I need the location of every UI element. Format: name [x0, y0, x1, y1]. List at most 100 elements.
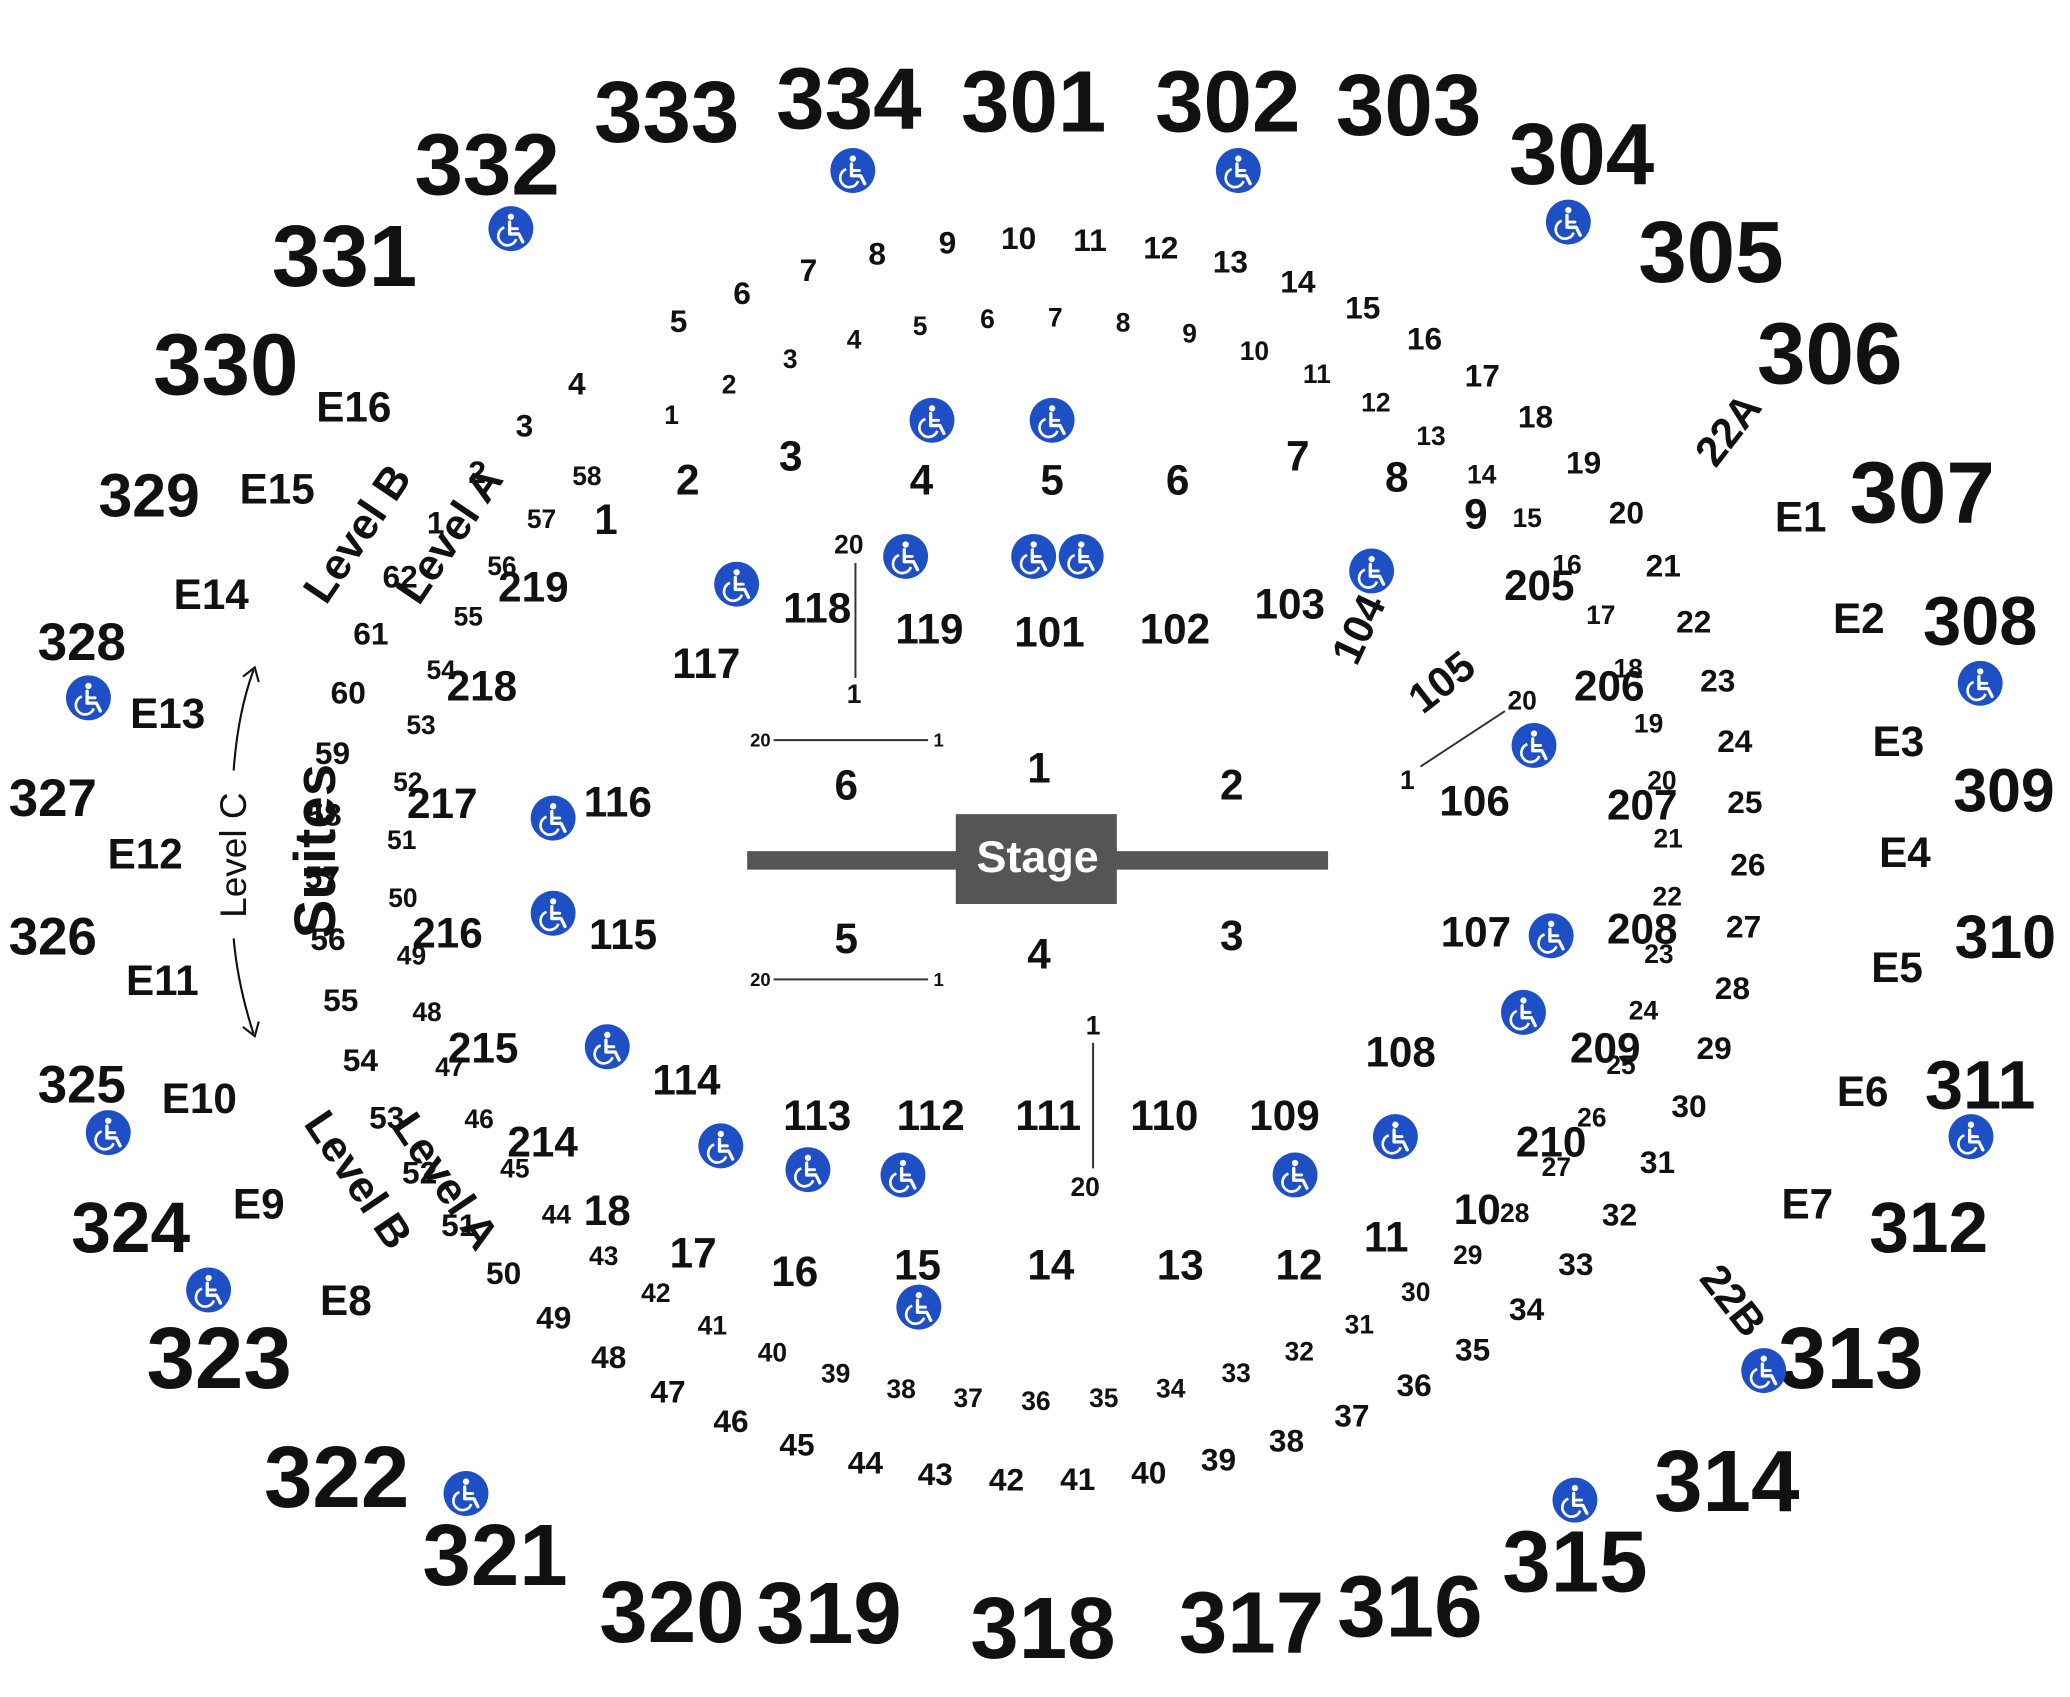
wheelchair-accessible-icon[interactable] [84, 1108, 133, 1157]
wheelchair-accessible-icon[interactable] [1009, 532, 1058, 581]
suite-E15[interactable]: E15 [240, 465, 315, 512]
section-208[interactable]: 208 [1607, 906, 1677, 953]
wheelchair-accessible-icon[interactable] [1509, 721, 1559, 770]
wheelchair-accessible-icon[interactable] [1057, 532, 1106, 581]
wheelchair-accessible-icon[interactable] [441, 1469, 491, 1518]
section-218[interactable]: 218 [447, 662, 517, 709]
wheelchair-accessible-icon[interactable] [907, 396, 957, 445]
section-107[interactable]: 107 [1441, 908, 1511, 955]
wheelchair-accessible-icon[interactable] [828, 146, 877, 195]
floor-section-1[interactable]: 1 [1027, 744, 1050, 791]
wheelchair-accessible-icon[interactable] [1214, 146, 1263, 195]
wedge-label[interactable]: 14 [1027, 1241, 1074, 1288]
floor-section-4[interactable]: 4 [1027, 931, 1051, 978]
suite-E5[interactable]: E5 [1871, 944, 1923, 991]
section-102[interactable]: 102 [1140, 606, 1210, 653]
section-320[interactable]: 320 [599, 1564, 744, 1661]
wedge-label[interactable]: 3 [779, 432, 802, 479]
section-209[interactable]: 209 [1570, 1025, 1640, 1072]
wheelchair-accessible-icon[interactable] [1270, 1150, 1320, 1200]
section-114[interactable]: 114 [652, 1056, 721, 1103]
section-307[interactable]: 307 [1849, 444, 1994, 541]
wheelchair-accessible-icon[interactable] [486, 204, 535, 253]
wheelchair-accessible-icon[interactable] [881, 532, 930, 581]
wedge-label[interactable]: 16 [771, 1248, 818, 1295]
section-310[interactable]: 310 [1955, 903, 2056, 971]
wheelchair-accessible-icon[interactable] [1347, 546, 1396, 596]
wheelchair-accessible-icon[interactable] [712, 560, 761, 609]
section-332[interactable]: 332 [414, 117, 559, 214]
suite-E13[interactable]: E13 [130, 690, 205, 737]
section-315[interactable]: 315 [1502, 1514, 1647, 1611]
wedge-label[interactable]: 4 [910, 456, 934, 503]
suite-E3[interactable]: E3 [1873, 718, 1925, 765]
section-316[interactable]: 316 [1337, 1559, 1482, 1656]
section-101[interactable]: 101 [1014, 608, 1084, 655]
wedge-label[interactable]: 9 [1464, 491, 1487, 538]
stage[interactable] [955, 814, 1117, 905]
section-217[interactable]: 217 [407, 780, 477, 827]
section-334[interactable]: 334 [776, 51, 921, 148]
section-105[interactable]: 105 [1399, 642, 1483, 722]
wedge-label[interactable]: 6 [1166, 456, 1189, 503]
section-318[interactable]: 318 [970, 1580, 1115, 1677]
section-306[interactable]: 306 [1757, 306, 1902, 403]
section-323[interactable]: 323 [146, 1310, 291, 1407]
wheelchair-accessible-icon[interactable] [1956, 659, 2005, 708]
section-109[interactable]: 109 [1249, 1092, 1319, 1139]
section-312[interactable]: 312 [1869, 1188, 1988, 1268]
section-104[interactable]: 104 [1322, 587, 1395, 671]
section-113[interactable]: 113 [783, 1092, 851, 1139]
floor-section-6[interactable]: 6 [834, 762, 857, 809]
section-118[interactable]: 118 [783, 584, 851, 631]
section-110[interactable]: 110 [1130, 1092, 1198, 1139]
section-329[interactable]: 329 [99, 462, 200, 530]
section-303[interactable]: 303 [1336, 57, 1481, 154]
section-309[interactable]: 309 [1953, 756, 2054, 824]
section-333[interactable]: 333 [594, 64, 739, 161]
section-103[interactable]: 103 [1255, 580, 1325, 627]
section-207[interactable]: 207 [1607, 781, 1677, 828]
wheelchair-accessible-icon[interactable] [1527, 911, 1576, 960]
suite-E9[interactable]: E9 [233, 1181, 285, 1228]
wedge-label[interactable]: 11 [1364, 1214, 1409, 1261]
wheelchair-accessible-icon[interactable] [696, 1121, 745, 1170]
suite-E12[interactable]: E12 [108, 830, 183, 877]
section-215[interactable]: 215 [448, 1025, 518, 1072]
section-328[interactable]: 328 [38, 613, 126, 672]
section-314[interactable]: 314 [1654, 1433, 1799, 1530]
wedge-label[interactable]: 1 [594, 496, 617, 543]
floor-section-3[interactable]: 3 [1220, 912, 1243, 959]
suite-E8[interactable]: E8 [320, 1277, 372, 1324]
wheelchair-accessible-icon[interactable] [529, 793, 578, 843]
wedge-label[interactable]: 18 [584, 1187, 631, 1234]
section-304[interactable]: 304 [1509, 106, 1654, 203]
suite-E11[interactable]: E11 [126, 957, 199, 1004]
wheelchair-accessible-icon[interactable] [64, 673, 113, 722]
suite-E16[interactable]: E16 [316, 384, 391, 431]
section-330[interactable]: 330 [153, 316, 298, 413]
section-331[interactable]: 331 [272, 208, 417, 305]
floor-section-2[interactable]: 2 [1220, 762, 1243, 809]
wedge-label[interactable]: 2 [676, 456, 699, 503]
wedge-label[interactable]: 8 [1385, 454, 1408, 501]
section-301[interactable]: 301 [961, 53, 1106, 150]
section-206[interactable]: 206 [1574, 662, 1644, 709]
section-305[interactable]: 305 [1638, 204, 1783, 301]
wheelchair-accessible-icon[interactable] [878, 1150, 928, 1200]
suite-E6[interactable]: E6 [1837, 1068, 1889, 1115]
section-112[interactable]: 112 [897, 1092, 965, 1139]
wheelchair-accessible-icon[interactable] [1028, 396, 1077, 445]
section-319[interactable]: 319 [756, 1565, 901, 1662]
wheelchair-accessible-icon[interactable] [1371, 1112, 1420, 1161]
section-324[interactable]: 324 [71, 1188, 190, 1268]
wedge-label[interactable]: 10 [1454, 1186, 1501, 1233]
section-210[interactable]: 210 [1516, 1118, 1586, 1165]
wedge-label-22B[interactable]: 22B [1691, 1255, 1776, 1345]
section-205[interactable]: 205 [1504, 562, 1574, 609]
section-302[interactable]: 302 [1155, 53, 1300, 150]
wheelchair-accessible-icon[interactable] [783, 1145, 833, 1194]
suite-E2[interactable]: E2 [1833, 595, 1885, 642]
wedge-label[interactable]: 15 [894, 1241, 941, 1288]
wedge-label[interactable]: 17 [670, 1229, 717, 1276]
